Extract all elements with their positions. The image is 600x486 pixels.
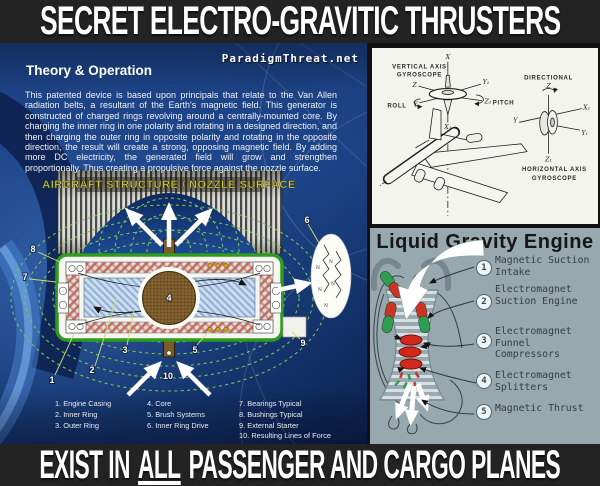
legend-item: 6. Inner Ring Drive xyxy=(147,420,209,430)
dir-axis-z1-label: Z₁ xyxy=(544,156,552,163)
engine-item-number: 4 xyxy=(476,373,492,389)
vertical-axis-label: VERTICAL AXIS xyxy=(392,65,447,71)
legend-item: 3. Outer Ring xyxy=(55,420,99,430)
intake-arrow xyxy=(397,239,485,321)
horizontal-axis-label-2: GYROSCOPE xyxy=(532,176,577,182)
engine-callout-leaders xyxy=(419,266,477,415)
vertical-axis-label-2: GYROSCOPE xyxy=(397,72,442,78)
theory-body-text: This patented device is based upon princ… xyxy=(25,90,337,173)
engine-item-label: Magnetic Suction Intake xyxy=(495,255,590,278)
engine-title: Liquid Gravity Engine xyxy=(376,231,594,253)
top-banner-text: SECRET ELECTRO-GRAVITIC THRUSTERS xyxy=(39,0,561,43)
horizontal-axis-label: HORIZONTAL AXIS xyxy=(522,167,587,173)
vertical-axis-gyroscope xyxy=(413,61,484,217)
legend-item: 7. Bearings Typical xyxy=(239,399,302,408)
axis-x-label: X xyxy=(445,54,451,61)
legend-item: 10. Resulting Lines of Force xyxy=(239,431,332,441)
electromagnets xyxy=(379,271,431,334)
roll-label: ROLL xyxy=(387,104,406,110)
airplane-drawing xyxy=(378,108,528,203)
engine-item-label: Electromagnet Splitters xyxy=(495,370,572,393)
site-watermark: ParadigmThreat.net xyxy=(221,52,359,65)
engine-drawing xyxy=(370,239,485,435)
thruster-diagram: AIRCRAFT STRUCTURE / NOZZLE SURFACE xyxy=(0,43,367,444)
legend-item: 8. Bushings Typical xyxy=(239,409,303,419)
gyroscope-panel: VERTICAL AXIS GYROSCOPE DIRECTIONAL ROLL… xyxy=(370,46,600,226)
bottom-banner: EXIST IN ALL PASSENGER AND CARGO PLANES xyxy=(0,444,600,486)
legend-column-3: 7. Bearings Typical 8. Bushings Typical … xyxy=(239,399,331,442)
engine-item-number: 1 xyxy=(476,260,492,276)
legend-column-1: 1. Engine Casing 2. Inner Ring 3. Outer … xyxy=(55,399,111,431)
dir-axis-z-label: Z xyxy=(545,83,551,90)
theory-panel: AIRCRAFT STRUCTURE / NOZZLE SURFACE xyxy=(0,43,367,444)
axis-y-label: Y xyxy=(413,102,418,109)
engine-item-number: 2 xyxy=(476,294,492,310)
engine-item-number: 5 xyxy=(476,404,492,420)
dir-axis-y-label: Y xyxy=(513,117,518,124)
legend-item: 1. Engine Casing xyxy=(55,399,112,408)
legend-item: 9. External Starter xyxy=(239,420,299,430)
dir-axis-y1-label: Y₁ xyxy=(581,130,588,137)
directional-gyroscope xyxy=(519,87,582,154)
engine-item-label: Electromagnet Suction Engine xyxy=(495,284,578,307)
legend-item: 4. Core xyxy=(147,399,172,408)
legend-item: 5. Brush Systems xyxy=(147,409,205,419)
axis-x1-label: X₁ xyxy=(443,124,451,131)
dir-axis-x1-label: X₁ xyxy=(582,105,590,112)
engine-item-number: 3 xyxy=(476,333,492,349)
gyroscope-drawing: VERTICAL AXIS GYROSCOPE DIRECTIONAL ROLL… xyxy=(378,54,590,217)
axis-z-label: Z xyxy=(411,82,417,89)
funnel-compressor-rings xyxy=(398,334,423,370)
top-banner: SECRET ELECTRO-GRAVITIC THRUSTERS xyxy=(0,0,600,43)
vignette xyxy=(0,43,367,444)
engine-item-label: Magnetic Thrust xyxy=(495,403,584,414)
bottom-text-suffix: PASSENGER AND CARGO PLANES xyxy=(188,444,561,486)
legend-item: 2. Inner Ring xyxy=(55,409,98,419)
bottom-text-underlined: ALL xyxy=(138,444,181,486)
bottom-banner-text: EXIST IN ALL PASSENGER AND CARGO PLANES xyxy=(40,444,561,486)
legend-column-2: 4. Core 5. Brush Systems 6. Inner Ring D… xyxy=(147,399,209,431)
liquid-gravity-engine-panel: Liquid Gravity Engine xyxy=(370,228,600,444)
bottom-text-prefix: EXIST IN xyxy=(39,444,131,486)
splitter-particles xyxy=(394,371,420,389)
axis-y1-label: Y₁ xyxy=(483,79,490,86)
axis-z1-label: Z₁ xyxy=(483,99,491,106)
directional-label: DIRECTIONAL xyxy=(524,75,573,81)
engine-item-label: Electromagnet Funnel Compressors xyxy=(495,326,572,360)
theory-heading: Theory & Operation xyxy=(26,63,153,78)
pitch-label: PITCH xyxy=(493,101,515,107)
